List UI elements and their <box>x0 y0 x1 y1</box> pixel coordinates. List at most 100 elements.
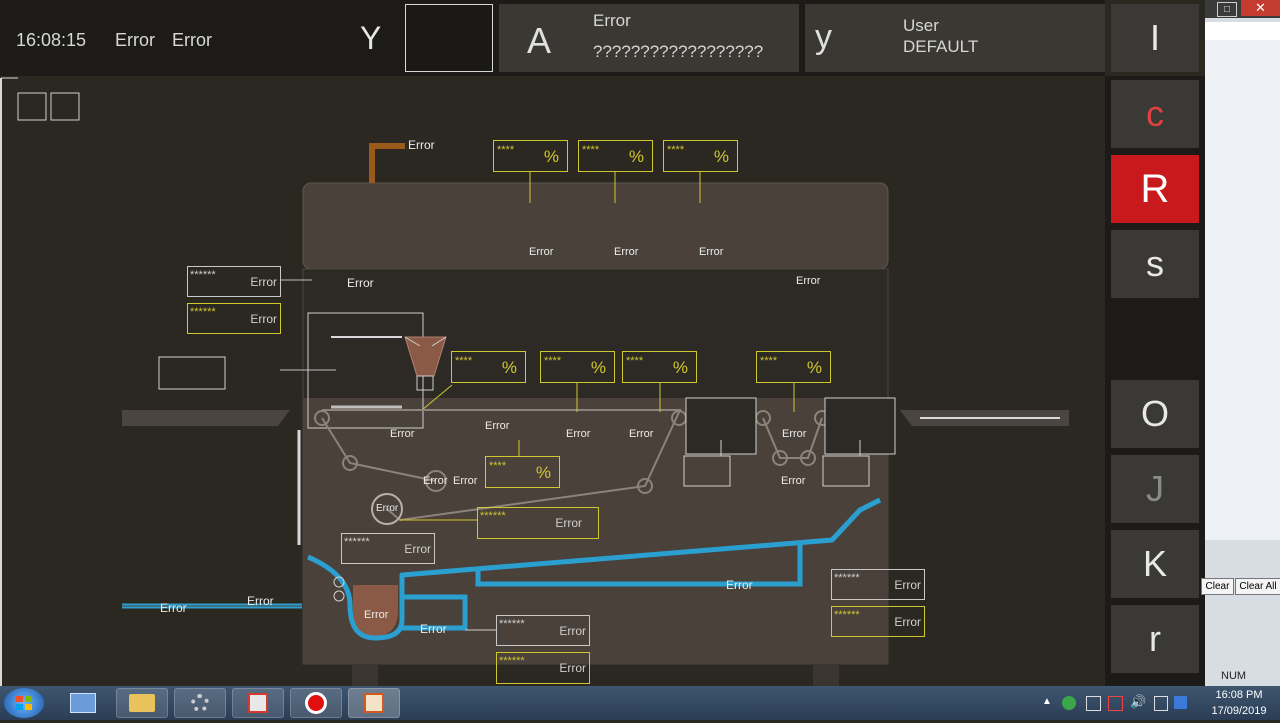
sidebar-button-j[interactable]: J <box>1111 455 1199 523</box>
user-name: DEFAULT <box>903 37 979 56</box>
sidebar-button-c[interactable]: c <box>1111 80 1199 148</box>
body-pct-1[interactable]: ****% <box>451 351 526 383</box>
taskbar-hmi[interactable] <box>348 688 400 718</box>
body-pct-4-unit: % <box>806 358 822 377</box>
inlet-field-1-status: Error <box>250 274 277 289</box>
taskbar-app[interactable] <box>232 688 284 718</box>
inlet-field-1-value: ****** <box>190 269 216 281</box>
sidebar-button-r-lower-label: r <box>1149 618 1161 659</box>
body-pct-3[interactable]: ****% <box>622 351 697 383</box>
belt-pct-value: **** <box>489 460 507 472</box>
return-field-1[interactable]: ******Error <box>831 569 925 600</box>
menu-button-i[interactable]: I <box>1111 4 1199 72</box>
mode-display[interactable] <box>405 4 493 72</box>
alarm-panel[interactable]: A Error ?????????????????? <box>499 4 799 72</box>
hood-pct-3[interactable]: ****% <box>663 140 738 172</box>
folder-icon <box>129 694 155 712</box>
pump-field-1[interactable]: ****** Error <box>496 615 590 646</box>
sidebar-button-r-lower[interactable]: r <box>1111 605 1199 673</box>
hood-pct-3-unit: % <box>713 147 729 166</box>
tray-lang-icon[interactable] <box>1174 696 1187 709</box>
status-text-2: Error <box>172 30 212 50</box>
tray-volume-icon[interactable]: 🔊 <box>1130 694 1147 709</box>
pump-field-1-value: ****** <box>499 618 525 630</box>
sidebar-button-o[interactable]: O <box>1111 380 1199 448</box>
body-pct-1-value: **** <box>455 355 473 367</box>
roller-label-3: Error <box>453 475 478 487</box>
pump-field-2-value: ****** <box>499 655 525 667</box>
return-field-2-value: ****** <box>834 609 860 621</box>
belt-label-3: Error <box>629 428 654 440</box>
hood-pct-2-value: **** <box>582 144 600 156</box>
vat-field-status: Error <box>404 541 431 556</box>
pump-field-1-status: Error <box>559 623 586 638</box>
user-panel[interactable]: y User DEFAULT <box>805 4 1105 72</box>
computer-icon <box>70 693 96 713</box>
vat-label: Error <box>364 609 389 621</box>
body-pct-2-value: **** <box>544 355 562 367</box>
tray-network-icon[interactable] <box>1062 696 1076 710</box>
pump-field-2-status: Error <box>559 661 586 675</box>
pump-label: Error <box>420 622 447 636</box>
taskbar-time[interactable]: 16:08 PM <box>1215 689 1263 701</box>
drive-field-value: ****** <box>480 510 506 522</box>
body-pct-1-unit: % <box>501 358 517 377</box>
num-lock-indicator: NUM <box>1221 670 1247 682</box>
sidebar-button-c-label: c <box>1146 93 1164 134</box>
view-toggle-2 <box>50 92 80 121</box>
sidebar-button-o-label: O <box>1140 393 1169 434</box>
tray-app-icon[interactable] <box>1086 696 1101 711</box>
hood-pct-1[interactable]: ****% <box>493 140 568 172</box>
inlet-field-2-value: ****** <box>190 306 216 318</box>
tray-device-icon[interactable] <box>1154 696 1168 711</box>
tray-flag-icon[interactable] <box>1108 696 1123 711</box>
feed-pipe-label: Error <box>408 138 435 152</box>
close-icon[interactable]: ✕ <box>1241 0 1280 16</box>
body-pct-4[interactable]: ****% <box>756 351 831 383</box>
hood-label-2: Error <box>614 246 639 258</box>
hood-label-1: Error <box>529 246 554 258</box>
return-field-2-status: Error <box>894 614 921 629</box>
drive-field-status: Error <box>555 516 582 530</box>
sidebar-button-k[interactable]: K <box>1111 530 1199 598</box>
body-label-left: Error <box>347 276 374 290</box>
user-label: User <box>903 16 939 35</box>
roller-label-2: Error <box>423 475 448 487</box>
body-pct-2[interactable]: ****% <box>540 351 615 383</box>
return-field-1-value: ****** <box>834 572 860 584</box>
vat-field[interactable]: ******Error <box>341 533 435 564</box>
inlet-box <box>158 356 226 390</box>
status-text-1: Error <box>115 30 155 50</box>
drive-field[interactable]: ****** Error <box>477 507 599 539</box>
return-field-2[interactable]: ****** Error <box>831 606 925 637</box>
sidebar-button-r[interactable]: R <box>1111 155 1199 223</box>
clock: 16:08:15 <box>16 30 87 50</box>
app-icon <box>248 693 268 713</box>
taskbar-date[interactable]: 17/09/2019 <box>1211 705 1267 717</box>
feed-box-label: Error <box>390 428 415 440</box>
clear-all-button[interactable]: Clear All <box>1235 578 1280 595</box>
clear-button[interactable]: Clear <box>1201 578 1234 595</box>
menu-button-i-label: I <box>1149 17 1160 58</box>
user-icon: y <box>815 18 832 56</box>
taskbar-settings[interactable] <box>174 688 226 718</box>
belt-label-2: Error <box>566 428 591 440</box>
view-toggle-1 <box>17 92 47 121</box>
taskbar-explorer[interactable] <box>116 688 168 718</box>
inlet-field-1[interactable]: ****** Error <box>187 266 281 297</box>
alarm-title: Error <box>593 11 631 30</box>
restore-icon[interactable]: □ <box>1217 2 1237 17</box>
drive-label: Error <box>376 503 399 514</box>
belt-pct[interactable]: ****% <box>485 456 560 488</box>
tray-expand-icon[interactable]: ▲ <box>1042 696 1052 707</box>
inlet-field-2[interactable]: ******Error <box>187 303 281 334</box>
pump-field-2[interactable]: ****** Error <box>496 652 590 684</box>
mode-indicator[interactable]: Y <box>360 20 382 56</box>
hood-pct-2[interactable]: ****% <box>578 140 653 172</box>
sidebar-button-s[interactable]: s <box>1111 230 1199 298</box>
body-pct-2-unit: % <box>590 358 606 377</box>
taskbar-recorder[interactable] <box>290 688 342 718</box>
body-pct-4-value: **** <box>760 355 778 367</box>
taskbar-computer[interactable] <box>57 688 109 718</box>
start-button[interactable] <box>4 688 44 718</box>
